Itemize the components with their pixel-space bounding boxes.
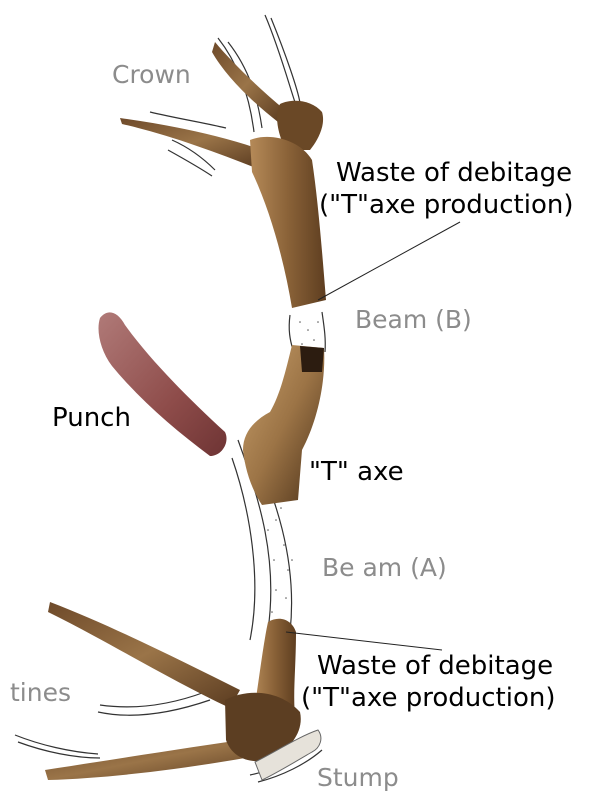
- punch-piece: [99, 312, 227, 456]
- leader-line-top-waste: [318, 222, 460, 300]
- leader-line-bottom-waste: [286, 632, 442, 650]
- label-waste-top-line1: Waste of debitage: [336, 158, 572, 189]
- label-tines: tines: [10, 678, 71, 707]
- label-stump: Stump: [317, 763, 399, 792]
- label-punch: Punch: [52, 403, 131, 434]
- label-beam-a: Be am (A): [322, 553, 447, 582]
- label-beam-b: Beam (B): [355, 305, 472, 334]
- label-t-axe: "T" axe: [309, 457, 404, 488]
- label-waste-bottom-line2: ("T"axe production): [301, 683, 555, 714]
- label-waste-bottom-line1: Waste of debitage: [317, 651, 553, 682]
- label-crown: Crown: [112, 60, 191, 89]
- label-waste-top-line2: ("T"axe production): [319, 190, 573, 221]
